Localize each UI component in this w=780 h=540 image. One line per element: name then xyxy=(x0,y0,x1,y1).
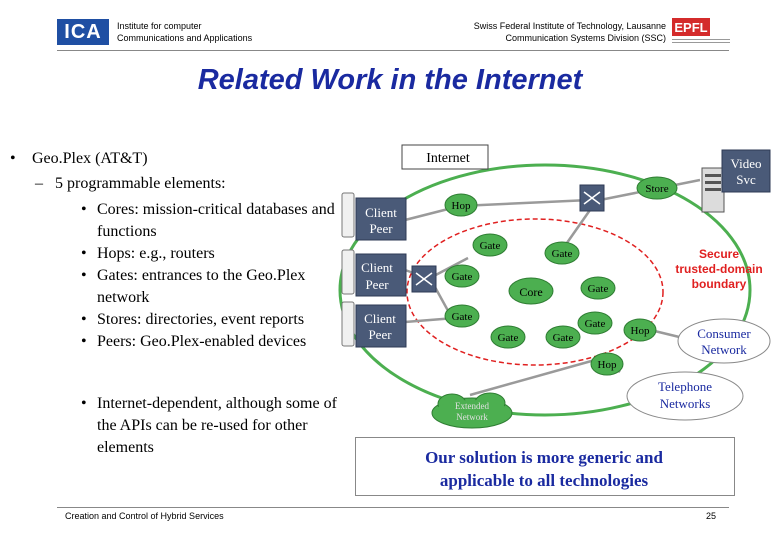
client-peer-2: Client Peer xyxy=(341,249,407,297)
bullet-item: •Gates: entrances to the Geo.Plex networ… xyxy=(81,267,306,306)
hop-node xyxy=(590,352,624,376)
gate-node xyxy=(545,325,581,349)
hop-node xyxy=(444,193,478,217)
router-icon xyxy=(411,265,437,293)
header-left-line2: Communications and Applications xyxy=(117,33,253,43)
trusted-domain-ellipse xyxy=(406,218,664,366)
solution-line: applicable to all technologies xyxy=(439,471,649,490)
bullet-item-text: Stores: directories, event reports xyxy=(97,311,305,328)
header-right-line2: Communication Systems Division (SSC) xyxy=(505,33,666,43)
gate-node xyxy=(544,241,580,265)
gate-label: Gate xyxy=(452,271,473,283)
gate-node xyxy=(444,264,480,288)
gate-node xyxy=(577,311,613,335)
gate-label: Gate xyxy=(480,240,501,252)
client-peer-label: Peer xyxy=(365,277,389,292)
client-peer-label: Peer xyxy=(368,327,392,342)
secure-boundary-line: Secure xyxy=(699,247,739,261)
bullet-note: •Internet-dependent, although some of th… xyxy=(81,395,337,456)
gate-node xyxy=(472,233,508,257)
bullet-item-text: Cores: mission-critical databases and fu… xyxy=(97,201,335,240)
gate-label: Gate xyxy=(588,283,609,295)
hop-label: Hop xyxy=(631,325,650,337)
telephone-networks-label: Telephone xyxy=(658,379,712,394)
bullet-main: •Geo.Plex (AT&T) xyxy=(10,150,148,167)
ica-logo: ICA xyxy=(57,19,109,45)
geoplex-diagram: Internet Client Peer Client Peer Client … xyxy=(338,144,771,429)
outer-boundary-ellipse xyxy=(338,163,752,417)
header-right: Swiss Federal Institute of Technology, L… xyxy=(420,20,666,44)
header-right-line1: Swiss Federal Institute of Technology, L… xyxy=(473,21,666,31)
secure-boundary-line: boundary xyxy=(692,277,747,291)
core-node xyxy=(508,277,554,305)
gate-label: Gate xyxy=(452,311,473,323)
bullet-item: •Stores: directories, event reports xyxy=(81,311,305,328)
header-left-line1: Institute for computer xyxy=(117,21,202,31)
client-peer-label: Client xyxy=(365,205,397,220)
hop-node xyxy=(623,318,657,342)
page-number: 25 xyxy=(706,511,717,521)
gate-label: Gate xyxy=(553,332,574,344)
epfl-logo-text: EPFL xyxy=(674,20,707,35)
server-icon xyxy=(701,167,725,213)
video-svc-box xyxy=(721,149,771,193)
bullet-list: •Geo.Plex (AT&T) –5 programmable element… xyxy=(10,148,345,459)
gate-label: Gate xyxy=(498,332,519,344)
hop-label: Hop xyxy=(598,359,617,371)
core-label: Core xyxy=(519,285,542,299)
solution-text: Our solution is more generic and applica… xyxy=(355,446,733,492)
bullet-sub: –5 programmable elements: xyxy=(35,175,226,192)
epfl-logo: EPFL xyxy=(672,18,730,43)
gate-node xyxy=(490,325,526,349)
extended-network-cloud: Extended Network xyxy=(431,392,513,429)
header-left: Institute for computer Communications an… xyxy=(117,20,252,44)
telephone-networks-label: Networks xyxy=(660,396,711,411)
consumer-network-node xyxy=(677,318,771,364)
secure-boundary-label: Secure trusted-domain boundary xyxy=(675,247,762,291)
gate-label: Gate xyxy=(552,248,573,260)
consumer-network-label: Network xyxy=(701,342,747,357)
telephone-networks-node xyxy=(626,371,744,421)
extended-network-label: Extended xyxy=(455,401,489,411)
bullet-item-text: Peers: Geo.Plex-enabled devices xyxy=(97,333,307,350)
internet-box xyxy=(401,144,489,170)
client-peer-label: Client xyxy=(361,260,393,275)
footer-divider xyxy=(57,507,729,508)
bullet-sub-text: 5 programmable elements: xyxy=(55,175,226,192)
store-label: Store xyxy=(645,183,668,195)
client-peer-1: Client Peer xyxy=(341,192,407,241)
gate-label: Gate xyxy=(585,318,606,330)
client-peer-3: Client Peer xyxy=(341,301,407,348)
hop-label: Hop xyxy=(452,200,471,212)
extended-network-label: Network xyxy=(456,412,488,422)
bullet-item-text: Hops: e.g., routers xyxy=(97,245,215,262)
solution-box xyxy=(355,437,735,496)
bullet-item: •Cores: mission-critical databases and f… xyxy=(81,201,335,240)
gate-node xyxy=(444,304,480,328)
client-peer-label: Peer xyxy=(369,221,393,236)
secure-boundary-line: trusted-domain xyxy=(675,262,762,276)
internet-label: Internet xyxy=(426,151,470,166)
bullet-item: •Hops: e.g., routers xyxy=(81,245,215,262)
video-svc-label: Svc xyxy=(736,172,756,187)
solution-line: Our solution is more generic and xyxy=(425,448,663,467)
gate-node xyxy=(580,276,616,300)
consumer-network-label: Consumer xyxy=(697,326,751,341)
bullet-main-text: Geo.Plex (AT&T) xyxy=(32,150,148,167)
header-divider xyxy=(57,50,729,51)
page-title: Related Work in the Internet xyxy=(197,64,583,96)
store-node xyxy=(636,176,678,200)
bullet-note-text: Internet-dependent, although some of the… xyxy=(97,395,337,456)
router-icon xyxy=(579,184,605,212)
client-peer-label: Client xyxy=(364,311,396,326)
footer-text: Creation and Control of Hybrid Services xyxy=(65,511,224,521)
bullet-item: •Peers: Geo.Plex-enabled devices xyxy=(81,333,307,350)
video-svc-label: Video xyxy=(731,156,762,171)
bullet-item-text: Gates: entrances to the Geo.Plex network xyxy=(97,267,306,306)
